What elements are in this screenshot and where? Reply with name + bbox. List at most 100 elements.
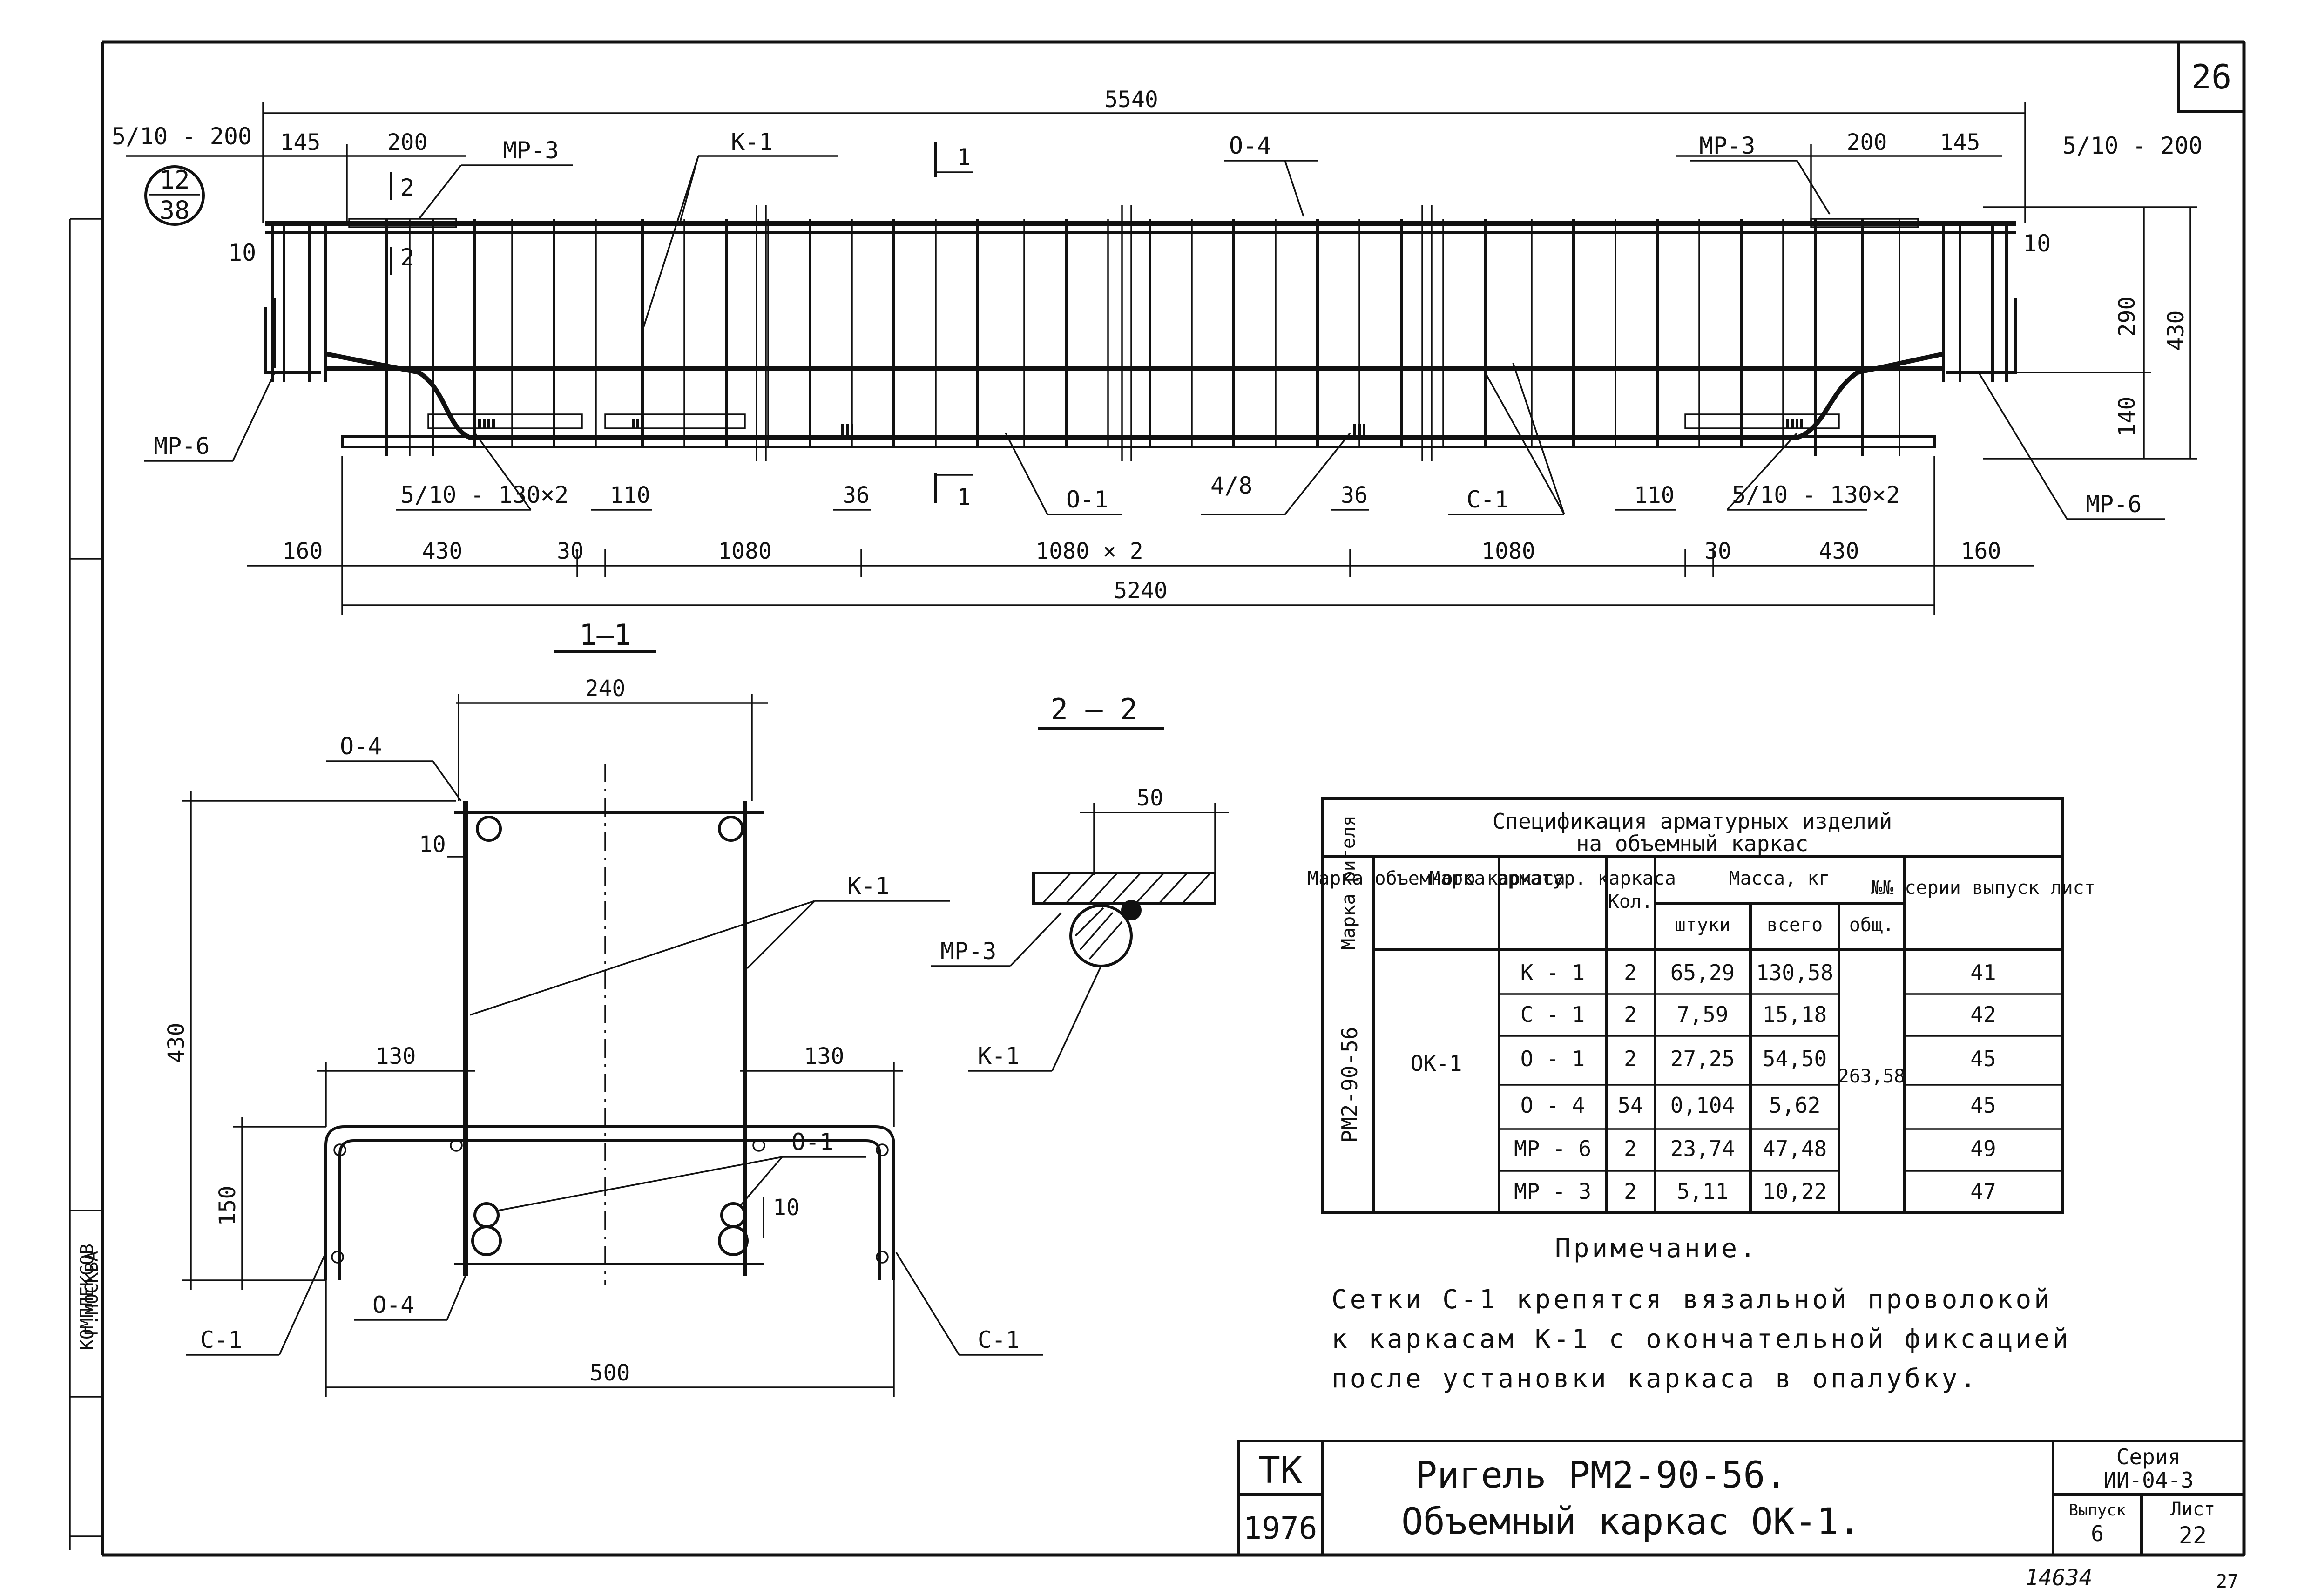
dim-290: 290 — [2114, 297, 2140, 337]
spec-h-frame: Марка объемного каркаса — [1307, 868, 1565, 889]
dim-145-right: 145 — [1940, 129, 1980, 156]
spec-h-total: всего — [1767, 914, 1823, 936]
sec22-dim-50: 50 — [1136, 785, 1163, 811]
bottom-number: 14634 — [2025, 1565, 2093, 1591]
cut-marker-top: 1 — [957, 144, 971, 171]
spec-row-qty: 2 — [1624, 960, 1637, 985]
spec-row-total: 54,50 — [1763, 1046, 1827, 1071]
spec-overall-mass: 263,58 — [1838, 1066, 1906, 1087]
dim-430-left: 430 — [422, 538, 463, 564]
spec-title-1: Спецификация арматурных изделий — [1493, 809, 1892, 834]
sec11-dim-10a: 10 — [419, 832, 446, 858]
dim-160-left: 160 — [283, 538, 323, 564]
spec-row-total: 10,22 — [1763, 1179, 1827, 1204]
spec-row-mark: МР - 6 — [1514, 1136, 1591, 1161]
section11-title: 1—1 — [579, 618, 631, 652]
specification-table: Спецификация арматурных изделий на объем… — [1307, 797, 2095, 1214]
spec-row-qty: 54 — [1617, 1093, 1643, 1118]
sec11-dim-150: 150 — [215, 1186, 241, 1226]
sec11-label-c1-right: С-1 — [978, 1326, 1020, 1353]
spec-girder: РМ2-90-56 — [1337, 1027, 1362, 1143]
note-block: Примечание. Сетки С-1 крепятся вязальной… — [1331, 1233, 2071, 1394]
sec11-dim-130-left: 130 — [376, 1043, 416, 1069]
dim-36-right: 36 — [1341, 482, 1368, 508]
sec22-label-k1: К-1 — [978, 1042, 1020, 1069]
spec-row-total: 15,18 — [1763, 1002, 1827, 1027]
spec-row: МР - 6 2 23,74 47,48 49 — [1514, 1136, 1996, 1161]
spec-row-mark: К - 1 — [1520, 960, 1585, 985]
tb-series-value: ИИ-04-3 — [2103, 1468, 2194, 1493]
spec-row-total: 5,62 — [1769, 1093, 1821, 1118]
dim-200-right: 200 — [1847, 129, 1887, 156]
spec-row-piece: 5,11 — [1677, 1179, 1729, 1204]
side-text-2: Г.МОСКВА — [81, 1251, 102, 1336]
spec-row-sheet: 42 — [1970, 1002, 1996, 1027]
spec-row-mark: О - 1 — [1520, 1046, 1585, 1071]
spec-frame: ОК-1 — [1411, 1051, 1462, 1076]
sec11-label-o4-top: О-4 — [340, 733, 382, 760]
note-line-1: Сетки С-1 крепятся вязальной проволокой — [1331, 1285, 2053, 1315]
dim-1080-left: 1080 — [718, 538, 772, 564]
sec11-dim-10b: 10 — [773, 1195, 800, 1221]
spec-row-qty: 2 — [1624, 1046, 1637, 1071]
tb-year: 1976 — [1243, 1510, 1318, 1546]
dim-430-right: 430 — [2163, 311, 2189, 351]
sec11-dim-430: 430 — [163, 1023, 189, 1063]
note-line-3: после установки каркаса в опалубку. — [1331, 1364, 1979, 1394]
bottom-number-right: 27 — [2216, 1571, 2238, 1592]
dim-200-left: 200 — [387, 129, 428, 156]
dim-140: 140 — [2114, 397, 2140, 437]
sec11-dim-500: 500 — [590, 1360, 630, 1386]
spec-row-piece: 7,59 — [1677, 1002, 1729, 1027]
bars-right: 5/10 - 130×2 — [1732, 481, 1900, 508]
page-number: 26 — [2191, 57, 2232, 96]
spec-row-piece: 65,29 — [1670, 960, 1735, 985]
sec11-label-o1: О-1 — [791, 1129, 833, 1156]
side-text-1: КОМПЛЕКСОВ — [77, 1244, 97, 1350]
section22-title: 2 — 2 — [1051, 692, 1138, 726]
spec-row-mark: МР - 3 — [1514, 1179, 1591, 1204]
ratio-right: 5/10 - 200 — [2062, 132, 2203, 159]
spec-row-qty: 2 — [1624, 1179, 1637, 1204]
dim-1080-right: 1080 — [1481, 538, 1535, 564]
tb-name-2: Объемный каркас ОК-1. — [1401, 1501, 1860, 1543]
tb-issue-value: 6 — [2091, 1521, 2104, 1546]
label-mr6-right: МР-6 — [2086, 491, 2142, 518]
spec-row-piece: 27,25 — [1670, 1046, 1735, 1071]
dim-10-right: 10 — [2023, 230, 2051, 257]
spec-h-girder: Марка ригеля — [1338, 815, 1359, 950]
tb-issue-label: Выпуск — [2069, 1501, 2126, 1520]
spec-h-series: №№ серии выпуск лист — [1871, 877, 2095, 899]
sec11-label-o4-bottom: О-4 — [372, 1292, 414, 1319]
spec-row-piece: 0,104 — [1670, 1093, 1735, 1118]
sheet-ref-bottom: 38 — [159, 196, 189, 225]
sheet-ref-top: 12 — [159, 165, 189, 195]
dim-10-left: 10 — [228, 239, 256, 266]
spec-row-qty: 2 — [1624, 1002, 1637, 1027]
sec11-dim-top: 240 — [585, 676, 626, 702]
cut22-bottom: 2 — [400, 244, 414, 271]
spec-row-total: 130,58 — [1756, 960, 1833, 985]
spec-title-2: на объемный каркас — [1576, 831, 1809, 856]
note-line-2: к каркасам К-1 с окончательной фиксацией — [1331, 1324, 2071, 1354]
spec-row: МР - 3 2 5,11 10,22 47 — [1514, 1179, 1996, 1204]
ratio-left: 5/10 - 200 — [112, 123, 252, 150]
spec-h-qty: Кол. — [1608, 891, 1653, 913]
spec-h-overall: общ. — [1849, 914, 1894, 936]
title-block: ТК 1976 Ригель РМ2-90-56. Объемный карка… — [1237, 1440, 2245, 1556]
label-mr3-left: МР-3 — [503, 137, 559, 164]
elevation-view: 5540 145 200 200 145 5/10 - 200 5/10 - 2… — [112, 87, 2203, 615]
sec11-label-c1-left: С-1 — [200, 1326, 242, 1353]
note-heading: Примечание. — [1555, 1233, 1758, 1264]
dim-30-left: 30 — [557, 538, 584, 564]
spec-row: К - 1 2 65,29 130,58 41 — [1520, 960, 1996, 985]
spec-row-piece: 23,74 — [1670, 1136, 1735, 1161]
spec-row-sheet: 41 — [1970, 960, 1996, 985]
dim-110-left: 110 — [610, 482, 650, 508]
label-mr3-right: МР-3 — [1699, 132, 1755, 159]
tb-tk: ТК — [1258, 1450, 1302, 1492]
sec11-dim-130-right: 130 — [804, 1043, 845, 1069]
label-o1-elev: О-1 — [1066, 486, 1108, 513]
section-2-2: 2 — 2 50 МР-3 К-1 — [931, 692, 1229, 1072]
